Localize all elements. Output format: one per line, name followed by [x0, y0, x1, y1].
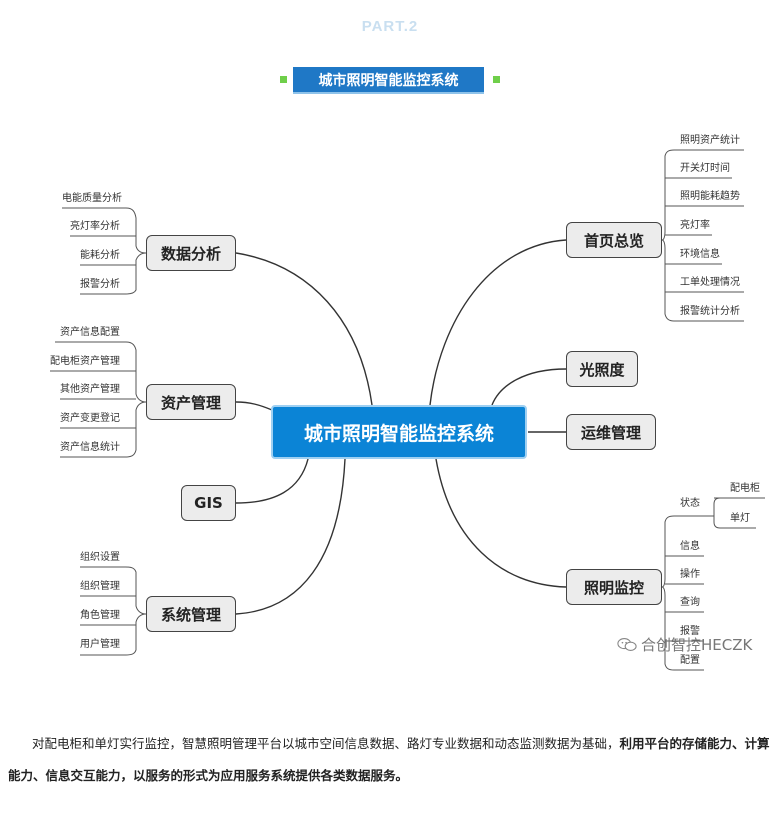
left-square-icon: [280, 76, 287, 83]
branch-lighting-monitor: [435, 458, 567, 588]
topic-asset-management: 资产管理: [146, 384, 236, 420]
wechat-icon: [617, 638, 637, 651]
leaf-alarm-analysis: 报警分析: [80, 279, 120, 290]
leaf-power-quality-analysis: 电能质量分析: [62, 193, 122, 204]
topic-data-analysis: 数据分析: [146, 235, 236, 271]
leaf-asset-info-config: 资产信息配置: [60, 327, 120, 338]
paragraph-bold: 利用平台的存储能力、计算能力、信息交互能力，以服务的形式为应用服务系统提供各类数…: [8, 736, 770, 783]
leaf-work-order-status: 工单处理情况: [680, 277, 740, 288]
branch-system-mgmt: [235, 458, 346, 615]
leaf-info: 信息: [680, 541, 700, 552]
leaf-query: 查询: [680, 597, 700, 608]
leaf-light-rate: 亮灯率: [680, 220, 710, 231]
leaf-energy-trend: 照明能耗趋势: [680, 191, 740, 202]
watermark-text: 合创智控HECZK: [641, 636, 753, 654]
leaf-environment-info: 环境信息: [680, 249, 720, 260]
leaf-distribution-cabinet: 配电柜: [730, 483, 760, 494]
leaf-lighting-asset-stats: 照明资产统计: [680, 135, 740, 146]
leaf-operation: 操作: [680, 569, 700, 580]
leaf-other-asset-mgmt: 其他资产管理: [60, 384, 120, 395]
topic-illuminance: 光照度: [566, 351, 638, 387]
banner-title: 城市照明智能监控系统: [293, 67, 484, 94]
leaf-light-rate-analysis: 亮灯率分析: [70, 221, 120, 232]
leaf-alarm: 报警: [680, 626, 700, 637]
branch-gis: [235, 458, 309, 504]
leaf-user-management: 用户管理: [80, 639, 120, 650]
branch-data-analysis: [235, 252, 373, 406]
central-topic: 城市照明智能监控系统: [271, 405, 527, 459]
leaf-asset-info-stats: 资产信息统计: [60, 442, 120, 453]
topic-ops-management: 运维管理: [566, 414, 656, 450]
branch-home-overview: [429, 239, 567, 406]
leaf-alarm-stats-analysis: 报警统计分析: [680, 306, 740, 317]
leaf-org-management: 组织管理: [80, 581, 120, 592]
branch-asset-mgmt: [235, 401, 273, 411]
section-banner: 城市照明智能监控系统: [0, 66, 780, 94]
leaf-org-settings: 组织设置: [80, 552, 120, 563]
right-square-icon: [493, 76, 500, 83]
leaf-config: 配置: [680, 655, 700, 666]
leaf-switch-time: 开关灯时间: [680, 163, 730, 174]
topic-lighting-monitor: 照明监控: [566, 569, 662, 605]
watermark: 合创智控HECZK: [617, 634, 752, 655]
leaf-energy-analysis: 能耗分析: [80, 250, 120, 261]
branch-illuminance: [491, 368, 567, 406]
topic-system-management: 系统管理: [146, 596, 236, 632]
leaf-role-management: 角色管理: [80, 610, 120, 621]
topic-home-overview: 首页总览: [566, 222, 662, 258]
description-paragraph: 对配电柜和单灯实行监控，智慧照明管理平台以城市空间信息数据、路灯专业数据和动态监…: [8, 728, 776, 792]
leaf-cabinet-asset-mgmt: 配电柜资产管理: [50, 356, 120, 367]
paragraph-normal: 对配电柜和单灯实行监控，智慧照明管理平台以城市空间信息数据、路灯专业数据和动态监…: [32, 736, 620, 751]
topic-gis: GIS: [181, 485, 236, 521]
leaf-status: 状态: [680, 498, 700, 509]
leaf-single-lamp: 单灯: [730, 513, 750, 524]
part-label: PART.2: [361, 18, 419, 35]
leaf-asset-change-register: 资产变更登记: [60, 413, 120, 424]
